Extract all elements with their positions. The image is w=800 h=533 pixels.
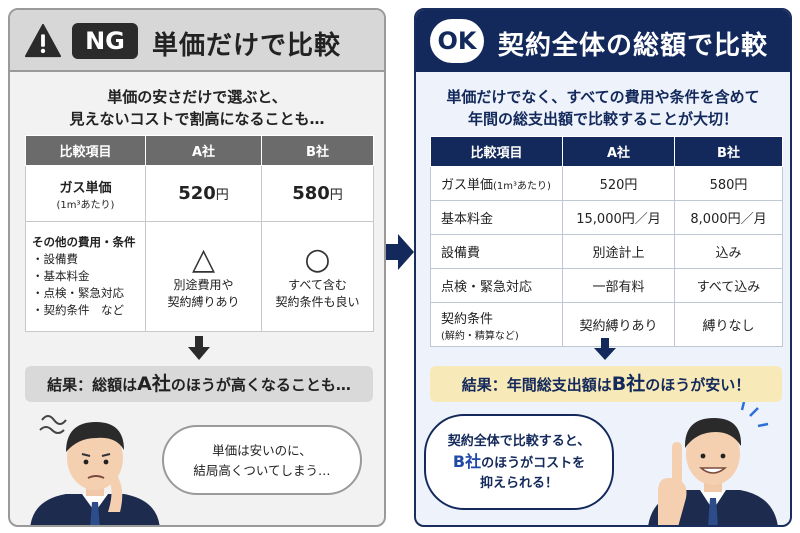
ng-a-note: 別途費用や xyxy=(173,277,234,292)
ng-yen-unit: 円 xyxy=(215,188,229,203)
ok-row-label-text: ガス単価 xyxy=(441,178,494,193)
ok-comparison-table: 比較項目 A社 B社 ガス単価(1m³あたり) 520円 580円 基本料金 1… xyxy=(430,136,783,347)
ok-row-label: 点検・緊急対応 xyxy=(430,268,563,303)
ok-badge: OK xyxy=(430,19,484,63)
ng-col-header: 比較項目 xyxy=(25,135,146,166)
ok-cell-a: 別途計上 xyxy=(562,234,675,269)
ng-col-header: A社 xyxy=(145,135,262,166)
ok-cell-a: 一部有料 xyxy=(562,268,675,303)
ng-intro-line: 単価の安さだけで選ぶと、 xyxy=(107,88,287,106)
ng-b-note: すべて含む xyxy=(288,277,347,292)
ng-gas-a-value: 520 xyxy=(178,183,216,204)
ng-header: NG 単価だけで比較 xyxy=(10,10,384,72)
ng-gas-a-cell: 520円 xyxy=(145,165,262,222)
ng-gas-sub: (1m³あたり) xyxy=(56,199,115,211)
ng-other-item: ・契約条件 など xyxy=(32,303,124,317)
ok-col-header: A社 xyxy=(562,136,675,167)
ok-panel: OK 契約全体の総額で比較 単価だけでなく、すべての費用や条件を含めて 年間の総… xyxy=(414,8,792,527)
ng-other-item: ・設備費 xyxy=(32,252,78,266)
ok-bubble-em: B社 xyxy=(452,452,482,471)
ng-result-post: のほうが高くなることも… xyxy=(170,376,351,394)
ng-other-cell: その他の費用・条件 ・設備費 ・基本料金 ・点検・緊急対応 ・契約条件 など xyxy=(25,221,146,332)
ng-speech-bubble: 単価は安いのに、 結局高くついてしまう… xyxy=(162,425,362,495)
triangle-symbol: △ xyxy=(191,241,216,277)
ok-header: OK 契約全体の総額で比較 xyxy=(416,10,790,72)
ng-gas-label-cell: ガス単価 (1m³あたり) xyxy=(25,165,146,222)
arrow-right-icon xyxy=(386,234,414,270)
ok-result-em: B社 xyxy=(611,373,646,395)
table-row: 契約条件 (解約・精算など) 契約縛りあり 縛りなし xyxy=(430,302,783,347)
ok-row-label: 契約条件 (解約・精算など) xyxy=(430,302,563,347)
ok-intro: 単価だけでなく、すべての費用や条件を含めて 年間の総支出額で比較することが大切！ xyxy=(416,86,790,130)
ok-cell-b: 580円 xyxy=(674,166,783,201)
ok-speech-bubble: 契約全体で比較すると、 B社のほうがコストを 抑えられる！ xyxy=(424,414,614,510)
smiling-man-illustration xyxy=(648,402,778,525)
warning-icon xyxy=(24,23,62,58)
ok-result-post: のほうが安い！ xyxy=(645,376,751,394)
table-row: 設備費 別途計上 込み xyxy=(430,234,783,269)
ok-title: 契約全体の総額で比較 xyxy=(498,31,769,61)
ng-gas-label: ガス単価 xyxy=(59,180,112,196)
ng-badge: NG xyxy=(72,23,138,59)
ng-other-a-cell: △ 別途費用や 契約縛りあり xyxy=(145,221,262,332)
ok-bubble-line: 契約全体で比較すると、 xyxy=(447,434,591,449)
ok-row-label: ガス単価(1m³あたり) xyxy=(430,166,563,201)
ng-result-box: 結果：総額はA社のほうが高くなることも… xyxy=(25,366,373,402)
ng-other-item: ・基本料金 xyxy=(32,269,90,283)
ok-col-header: B社 xyxy=(674,136,783,167)
ok-bubble-line: B社のほうがコストを xyxy=(426,452,612,474)
table-row: 基本料金 15,000円／月 8,000円／月 xyxy=(430,200,783,235)
ok-bubble-line: 抑えられる！ xyxy=(479,476,558,491)
ng-intro-line: 見えないコストで割高になることも… xyxy=(69,110,325,128)
ok-cell-b: 込み xyxy=(674,234,783,269)
ng-other-b-cell: ○ すべて含む 契約条件も良い xyxy=(261,221,374,332)
ng-title: 単価だけで比較 xyxy=(152,31,342,61)
ng-bubble-line: 結局高くついてしまう… xyxy=(193,463,331,478)
ng-gas-b-cell: 580円 xyxy=(261,165,374,222)
ng-bubble-line: 単価は安いのに、 xyxy=(212,443,312,458)
ok-cell-b: 縛りなし xyxy=(674,302,783,347)
ng-gas-b-value: 580 xyxy=(292,183,330,204)
ok-cell-b: 8,000円／月 xyxy=(674,200,783,235)
ok-row-sub: (1m³あたり) xyxy=(493,181,551,192)
ok-cell-a: 契約縛りあり xyxy=(562,302,675,347)
ok-cell-a: 520円 xyxy=(562,166,675,201)
ok-col-header: 比較項目 xyxy=(430,136,563,167)
arrow-down-icon xyxy=(594,338,616,360)
ng-result-em: A社 xyxy=(137,373,171,395)
ok-row-label-text: 契約条件 xyxy=(441,311,494,327)
ok-intro-line: 単価だけでなく、すべての費用や条件を含めて xyxy=(446,88,760,106)
ng-other-item: ・点検・緊急対応 xyxy=(32,286,124,300)
ng-a-note: 契約縛りあり xyxy=(167,294,240,309)
ok-result-pre: 結果：年間総支出額は xyxy=(461,376,612,394)
ng-col-header: B社 xyxy=(261,135,374,166)
table-row: ガス単価(1m³あたり) 520円 580円 xyxy=(430,166,783,201)
ng-result-pre: 結果：総額は xyxy=(47,376,138,394)
table-row: 点検・緊急対応 一部有料 すべて込み xyxy=(430,268,783,303)
ok-intro-line: 年間の総支出額で比較することが大切！ xyxy=(467,110,738,128)
ng-yen-unit: 円 xyxy=(329,188,343,203)
ng-b-note: 契約条件も良い xyxy=(275,294,360,309)
ok-cell-a: 15,000円／月 xyxy=(562,200,675,235)
circle-symbol: ○ xyxy=(304,241,331,277)
ok-cell-b: すべて込み xyxy=(674,268,783,303)
ng-other-label: その他の費用・条件 xyxy=(32,235,136,249)
ng-comparison-table: 比較項目 A社 B社 ガス単価 (1m³あたり) 520円 580円 その他の費… xyxy=(25,135,374,332)
ng-intro: 単価の安さだけで選ぶと、 見えないコストで割高になることも… xyxy=(10,86,384,130)
worried-man-illustration xyxy=(30,415,160,525)
ok-result-box: 結果：年間総支出額はB社のほうが安い！ xyxy=(430,366,782,402)
arrow-down-icon xyxy=(188,336,210,360)
ok-bubble-text: のほうがコストを xyxy=(481,456,586,471)
ng-panel: NG 単価だけで比較 単価の安さだけで選ぶと、 見えないコストで割高になることも… xyxy=(8,8,386,527)
ok-row-label: 設備費 xyxy=(430,234,563,269)
ok-row-label: 基本料金 xyxy=(430,200,563,235)
ok-row-sub: (解約・精算など) xyxy=(441,330,519,342)
